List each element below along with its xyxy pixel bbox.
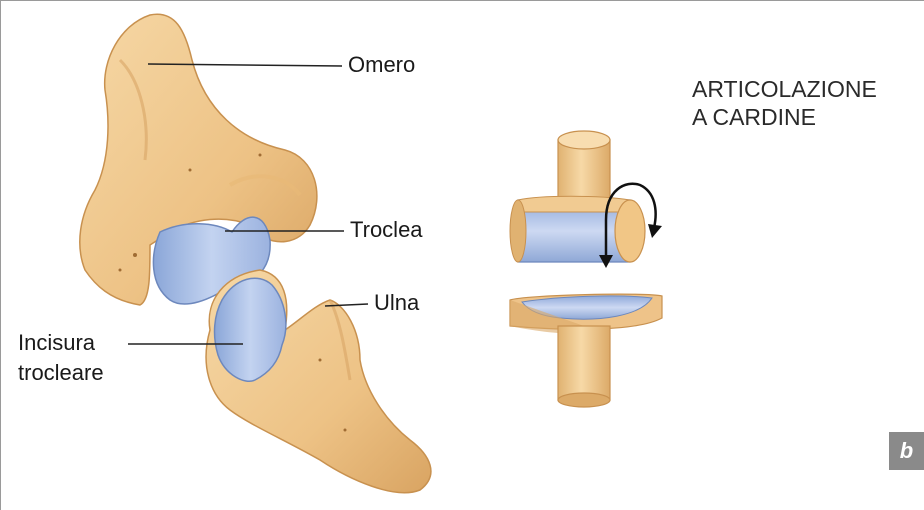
title-line-1: ARTICOLAZIONE	[692, 75, 877, 103]
label-troclea: Troclea	[350, 217, 423, 243]
hinge-joint-model	[510, 131, 662, 407]
title-line-2: A CARDINE	[692, 103, 877, 131]
panel-letter-badge: b	[889, 432, 924, 470]
diagram-title: ARTICOLAZIONE A CARDINE	[692, 75, 877, 131]
label-trocleare: trocleare	[18, 360, 104, 386]
label-ulna: Ulna	[374, 290, 419, 316]
label-incisura: Incisura	[18, 330, 95, 356]
label-omero: Omero	[348, 52, 415, 78]
